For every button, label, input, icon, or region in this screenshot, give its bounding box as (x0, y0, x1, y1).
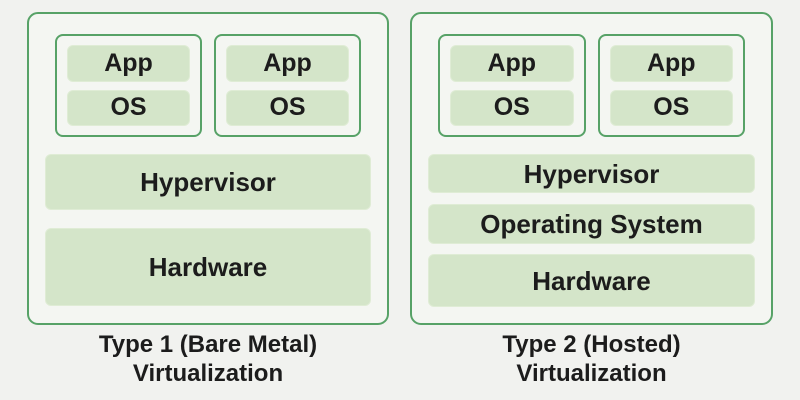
type1-vm-box-1: App OS (55, 34, 202, 137)
type1-caption-line2: Virtualization (132, 360, 284, 387)
type2-vm-box-1: App OS (438, 34, 586, 137)
figure-type2: App OS App OS Hypervisor Operating Syste… (410, 12, 773, 400)
app-layer: App (609, 45, 733, 82)
type2-caption-line2: Virtualization (516, 360, 667, 387)
hypervisor-layer: Hypervisor (428, 154, 755, 193)
type1-stack-box: App OS App OS Hypervisor Hardware (27, 12, 389, 325)
type1-vm-box-2: App OS (214, 34, 361, 137)
type1-vm-row: App OS App OS (55, 34, 361, 137)
app-layer: App (226, 45, 349, 82)
app-layer: App (67, 45, 190, 82)
type2-vm-row: App OS App OS (438, 34, 745, 137)
type1-caption: Type 1 (Bare Metal) Virtualization (27, 330, 389, 388)
app-layer: App (450, 45, 574, 82)
type2-stack-box: App OS App OS Hypervisor Operating Syste… (410, 12, 773, 325)
os-layer: OS (609, 89, 733, 126)
hardware-layer: Hardware (45, 228, 371, 306)
operating-system-layer: Operating System (428, 204, 755, 244)
type2-caption-line1: Type 2 (Hosted) (502, 331, 681, 358)
os-layer: OS (226, 89, 349, 126)
os-layer: OS (450, 89, 574, 126)
hypervisor-layer: Hypervisor (45, 154, 371, 210)
hardware-layer: Hardware (428, 254, 755, 307)
figure-type1: App OS App OS Hypervisor Hardware Type 1… (27, 12, 389, 400)
os-layer: OS (67, 89, 190, 126)
type2-vm-box-2: App OS (597, 34, 745, 137)
type2-caption: Type 2 (Hosted) Virtualization (410, 330, 773, 388)
type1-caption-line1: Type 1 (Bare Metal) (98, 331, 318, 358)
